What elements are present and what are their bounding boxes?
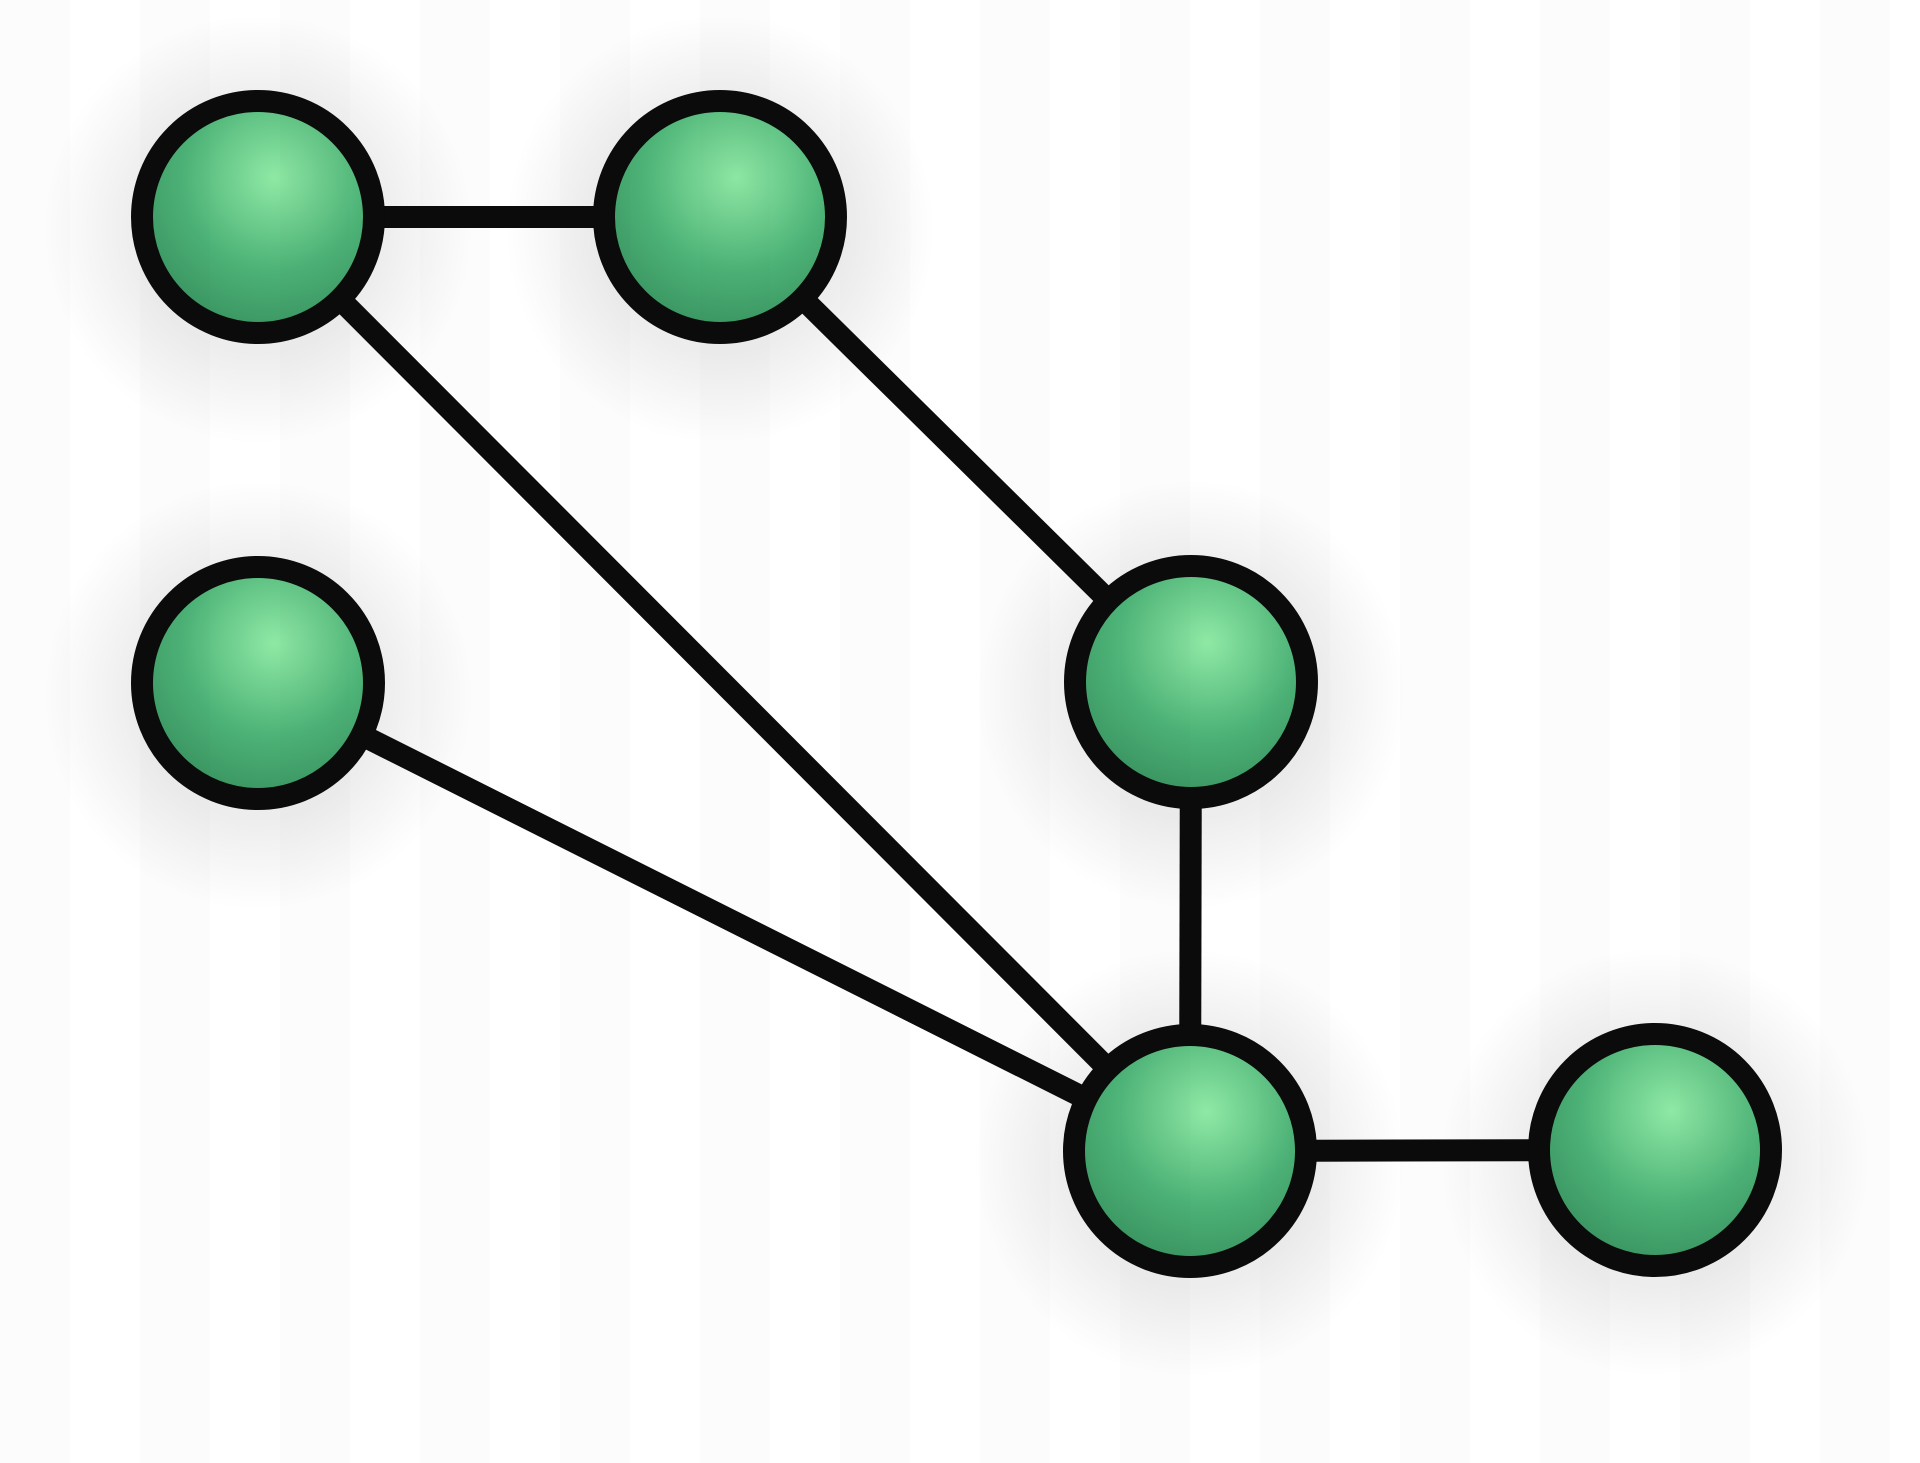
network-node-4: [1064, 555, 1318, 809]
edge-node-3-node-5: [253, 673, 1195, 1161]
node-layer: [131, 90, 1782, 1278]
network-node-5: [1063, 1024, 1317, 1278]
network-node-2: [593, 90, 847, 344]
network-node-6: [1528, 1023, 1782, 1277]
network-node-3: [131, 556, 385, 810]
network-node-1: [131, 90, 385, 344]
edge-node-1-node-5: [250, 209, 1198, 1159]
